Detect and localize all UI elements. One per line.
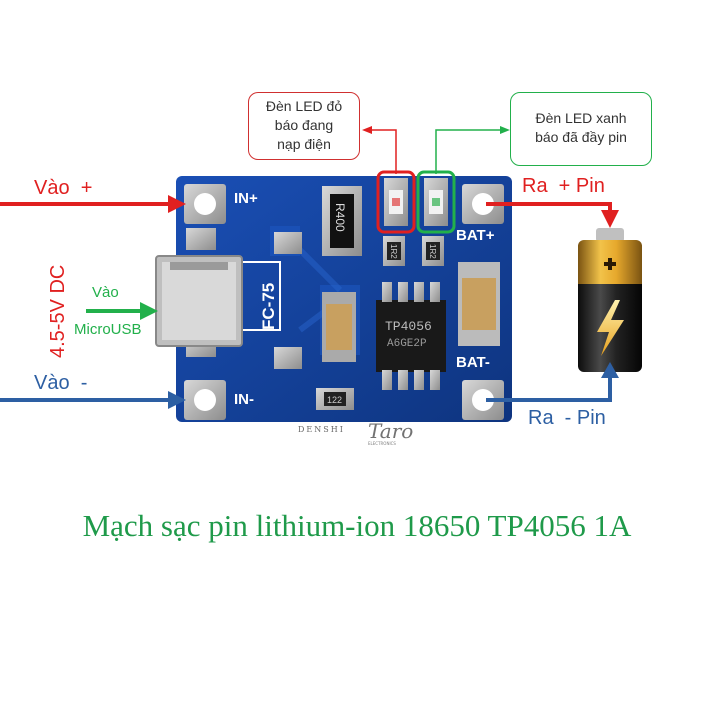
label-r400: R400 (333, 203, 347, 232)
pad-in-plus (184, 184, 226, 224)
led-green (424, 178, 448, 226)
callout-red-led: Đèn LED đỏ báo đang nạp điện (248, 92, 360, 160)
callout-green-led: Đèn LED xanh báo đã đầy pin (510, 92, 652, 166)
resistor-r400 (322, 186, 362, 256)
label-vao-minus: Vào - (34, 372, 87, 394)
capacitor-left (322, 292, 356, 362)
pad-in-minus (184, 380, 226, 420)
label-in-minus: IN- (234, 391, 254, 408)
watermark-logo: DENSHI Taro ELECTRONICS (298, 419, 413, 446)
callout-red-line-3: nạp điện (277, 136, 331, 152)
highlight-red-led (376, 170, 416, 234)
pad-bat-minus (462, 380, 504, 420)
watermark-sub: ELECTRONICS (368, 441, 396, 446)
battery-icon (578, 228, 642, 372)
label-vao-plus: Vào + (34, 177, 92, 199)
connector-green-led (435, 126, 510, 174)
tp4056-chip (376, 282, 446, 390)
pcb-board (176, 176, 512, 422)
label-voltage: 4.5-5V DC (47, 265, 69, 358)
label-ra-minus: Ra - Pin (528, 407, 606, 429)
led-red (384, 178, 408, 226)
page-caption: Mạch sạc pin lithium-ion 18650 TP4056 1A (82, 508, 632, 543)
label-bat-plus: BAT+ (456, 227, 495, 244)
wire-ra-plus (486, 202, 619, 228)
pad-bat-plus (462, 184, 504, 224)
label-bat-minus: BAT- (456, 354, 490, 371)
wire-vao-minus (0, 391, 186, 409)
wire-ra-minus (486, 362, 619, 402)
label-ra-plus: Ra + Pin (522, 175, 605, 197)
label-in-plus: IN+ (234, 190, 258, 207)
label-fc75: FC-75 (259, 283, 278, 330)
label-res-a: 1R2 (389, 244, 398, 259)
label-vao-usb: Vào (92, 284, 119, 301)
capacitor-right (458, 262, 500, 346)
label-chip: TP4056 (385, 319, 432, 334)
callout-green-line-2: báo đã đầy pin (535, 129, 627, 145)
callout-red-line-1: Đèn LED đỏ (265, 98, 343, 114)
watermark-script: Taro (368, 419, 413, 443)
connector-red-led (362, 126, 397, 174)
label-res-c: 122 (327, 395, 342, 405)
micro-usb-connector (155, 255, 243, 347)
label-chip-code: A6GE2P (387, 338, 427, 350)
highlight-green-led (416, 170, 456, 234)
watermark-brand: DENSHI (298, 425, 345, 434)
wire-usb-in (86, 302, 158, 320)
label-res-b: 1R2 (428, 244, 437, 259)
callout-red-line-2: báo đang (274, 117, 334, 133)
label-micro-usb: MicroUSB (74, 321, 142, 338)
wire-vao-plus (0, 195, 186, 213)
callout-green-line-1: Đèn LED xanh (535, 110, 627, 126)
